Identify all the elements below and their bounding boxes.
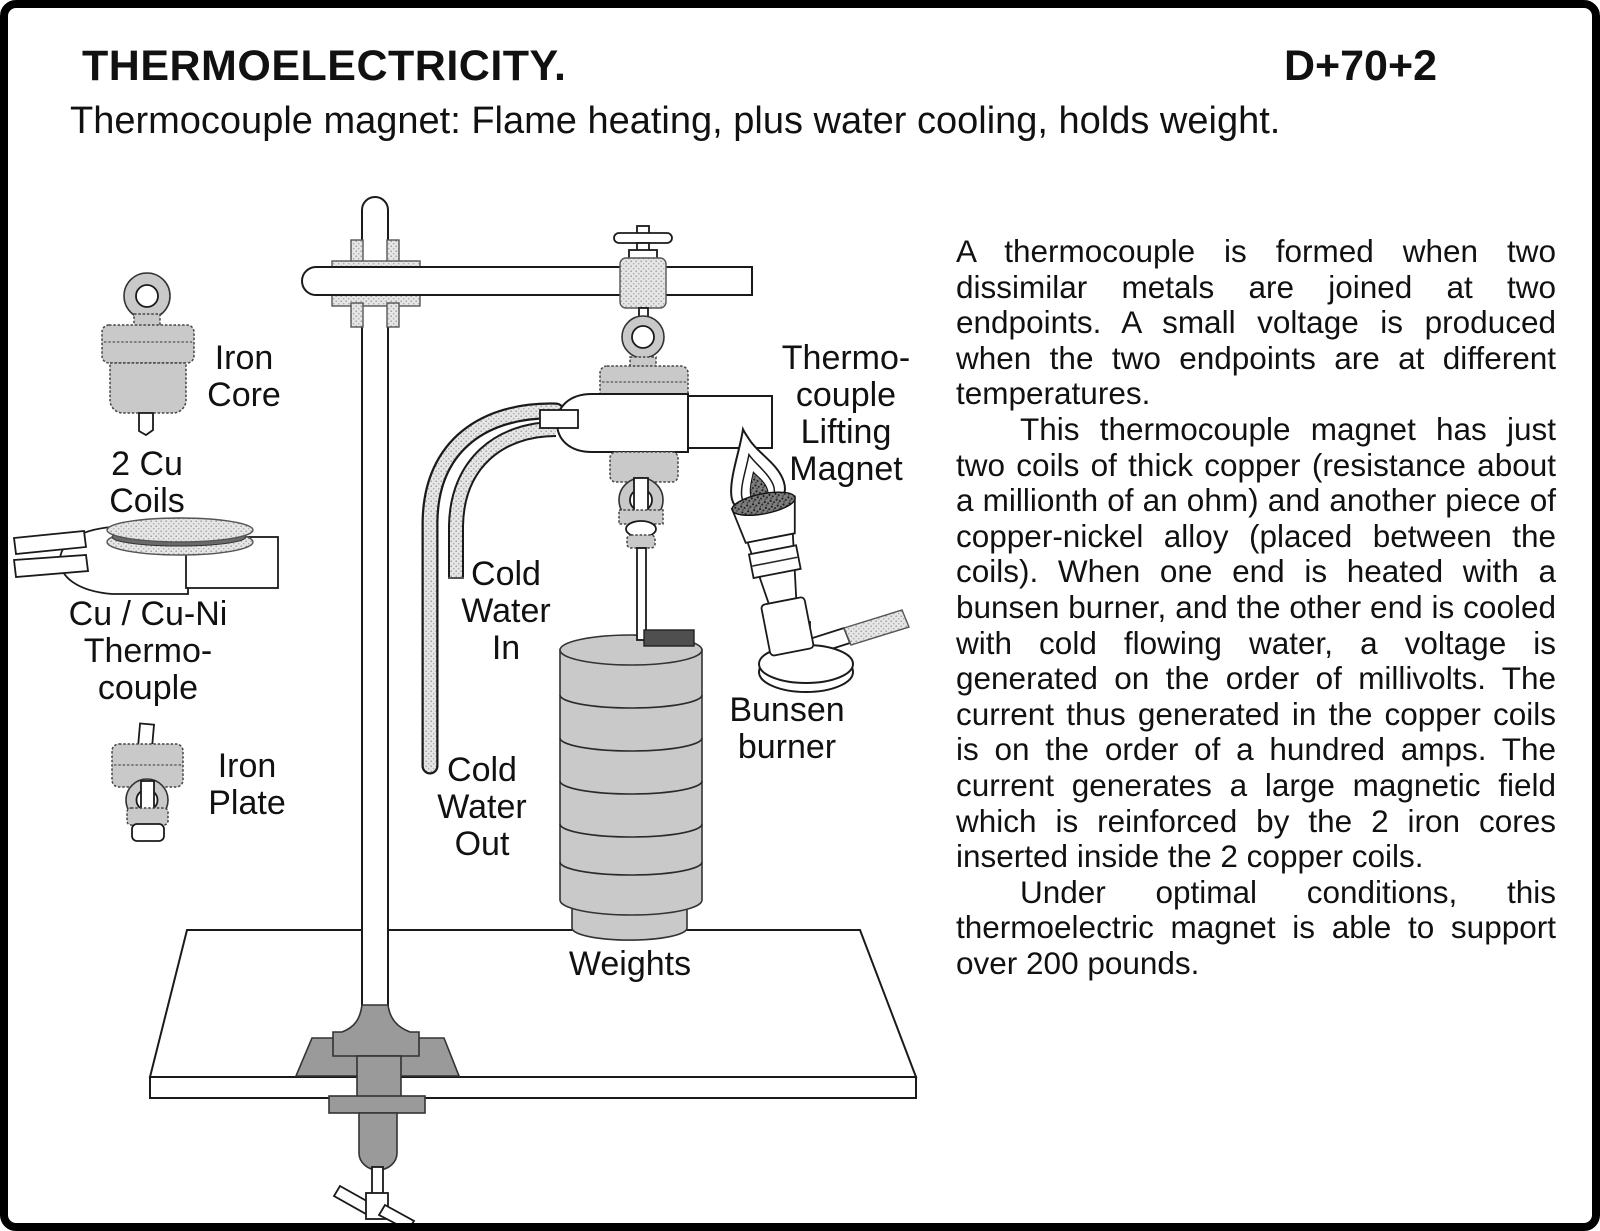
catalog-code: D+70+2 — [1283, 42, 1437, 90]
label-line: Lifting — [800, 413, 892, 451]
label-line: Cu / Cu-Ni — [68, 595, 228, 633]
burner-nozzle — [731, 491, 796, 516]
label-line: Thermo- — [83, 632, 213, 670]
label-iron-core: Iron Core — [207, 340, 281, 414]
label-line: Plate — [208, 784, 286, 822]
page-subtitle: Thermocouple magnet: Flame heating, plus… — [70, 100, 1281, 142]
copper-coils-figure — [12, 517, 279, 595]
hanger-bar — [643, 629, 695, 647]
description-text: A thermocouple is formed when two dissim… — [956, 233, 1556, 981]
label-line: Iron — [214, 339, 274, 377]
paragraph: A thermocouple is formed when two dissim… — [956, 233, 1556, 412]
label-line: Coils — [109, 482, 185, 520]
label-line: Weights — [568, 945, 692, 983]
water-tubes — [421, 402, 565, 775]
label-line: Iron — [217, 747, 277, 785]
label-line: In — [491, 629, 521, 667]
label-cold-water-in: Cold Water In — [461, 556, 550, 667]
label-cold-water-out: Cold Water Out — [437, 752, 526, 863]
label-line: Magnet — [789, 450, 903, 488]
paragraph: Under optimal conditions, this thermoele… — [956, 873, 1556, 981]
iron-core-figure — [101, 272, 195, 437]
label-lifting-magnet: Thermo- couple Lifting Magnet — [782, 340, 910, 488]
label-line: couple — [795, 376, 897, 414]
table-base — [148, 929, 918, 1099]
support-crossbar — [301, 266, 753, 296]
iron-plate-figure — [111, 722, 184, 842]
label-cu-coils: 2 Cu Coils — [109, 446, 185, 520]
label-line: couple — [97, 669, 199, 707]
paragraph: This thermocouple magnet has just two co… — [956, 410, 1556, 875]
label-line: Out — [454, 825, 510, 863]
label-line: Water — [461, 592, 551, 630]
label-line: Core — [207, 376, 281, 414]
hose-valve — [613, 225, 673, 369]
label-weights: Weights — [569, 946, 691, 983]
label-line: Thermo- — [781, 339, 911, 377]
table-clamp — [294, 1004, 461, 1231]
label-cu-cuni-thermocouple: Cu / Cu-Ni Thermo- couple — [69, 596, 228, 707]
bunsen-burner-figure — [730, 425, 910, 693]
label-bunsen-burner: Bunsen burner — [729, 692, 844, 766]
label-line: Water — [437, 788, 527, 826]
label-line: burner — [737, 728, 837, 766]
hanger-rod — [636, 547, 647, 641]
label-line: Bunsen — [729, 691, 845, 729]
page-title: THERMOELECTRICITY. — [82, 42, 567, 90]
label-iron-plate: Iron Plate — [208, 748, 286, 822]
stand-pole — [361, 196, 389, 1010]
label-line: 2 Cu — [111, 445, 183, 483]
label-line: Cold — [447, 751, 517, 789]
lifting-magnet-figure — [539, 365, 773, 549]
weights-figure — [559, 634, 703, 941]
label-line: Cold — [471, 555, 541, 593]
